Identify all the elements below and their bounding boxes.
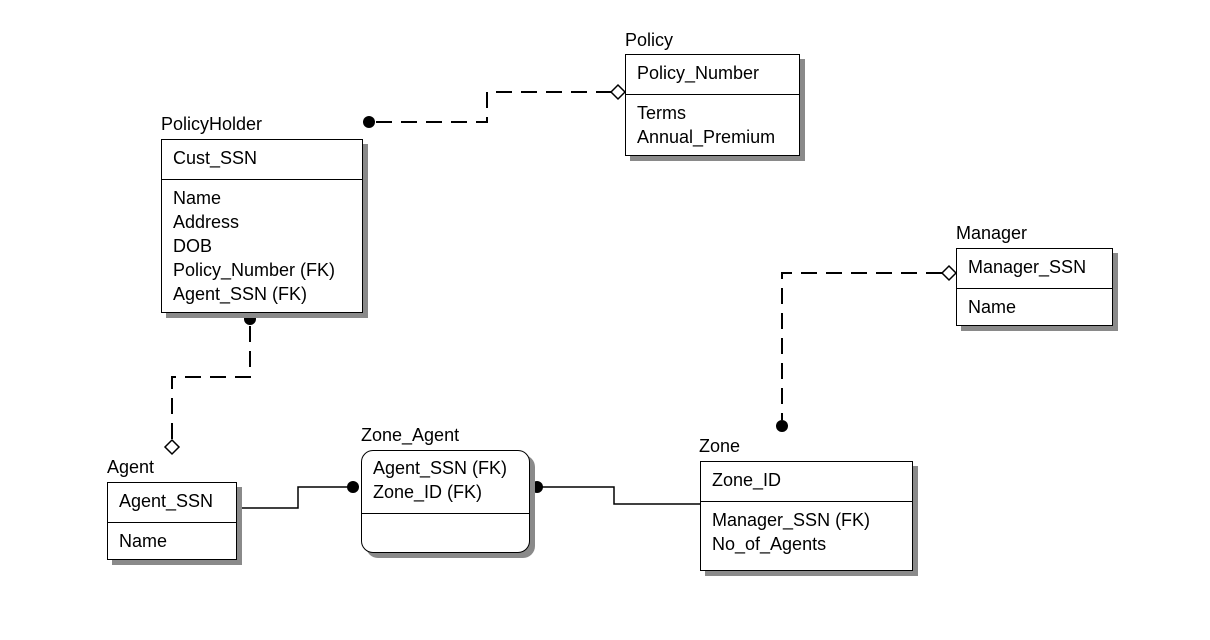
attributes: Name	[108, 523, 236, 553]
key-attributes: Agent_SSN (FK) Zone_ID (FK)	[362, 451, 529, 514]
attribute: Policy_Number (FK)	[173, 260, 336, 280]
relationship-agent-policyholder[interactable]	[163, 313, 256, 456]
attribute: No_of_Agents	[712, 534, 827, 554]
key-attribute: Zone_ID (FK)	[373, 482, 483, 502]
key-attribute: Policy_Number	[637, 63, 760, 83]
attributes: Terms Annual_Premium	[626, 95, 799, 149]
cardinality-dot	[363, 116, 375, 128]
key-attributes: Zone_ID	[701, 462, 912, 502]
attribute: Address	[173, 212, 240, 232]
attributes	[362, 514, 529, 520]
entity-title-manager: Manager	[956, 223, 1028, 243]
key-attributes: Agent_SSN	[108, 483, 236, 523]
cardinality-dot	[244, 313, 256, 325]
attribute: Manager_SSN (FK)	[712, 510, 871, 530]
entity-policyholder[interactable]: Cust_SSN Name Address DOB Policy_Number …	[161, 139, 363, 313]
attribute: Agent_SSN (FK)	[173, 284, 308, 304]
entity-manager[interactable]: Manager_SSN Name	[956, 248, 1113, 326]
key-attributes: Policy_Number	[626, 55, 799, 95]
cardinality-diamond	[940, 264, 958, 282]
relationship-manager-zone[interactable]	[776, 264, 958, 432]
entity-policy[interactable]: Policy_Number Terms Annual_Premium	[625, 54, 800, 156]
key-attribute: Cust_SSN	[173, 148, 258, 168]
entity-agent[interactable]: Agent_SSN Name	[107, 482, 237, 560]
entity-zone_agent[interactable]: Agent_SSN (FK) Zone_ID (FK)	[361, 450, 530, 553]
relationship-policy-policyholder[interactable]	[363, 83, 627, 128]
cardinality-dot	[347, 481, 359, 493]
cardinality-dot	[776, 420, 788, 432]
attribute: Name	[173, 188, 222, 208]
relationship-agent-zone_agent[interactable]	[238, 481, 359, 509]
key-attributes: Cust_SSN	[162, 140, 362, 180]
attribute: Annual_Premium	[637, 127, 776, 147]
key-attribute: Zone_ID	[712, 470, 782, 490]
key-attribute: Agent_SSN	[119, 491, 214, 511]
key-attribute: Agent_SSN (FK)	[373, 458, 508, 478]
cardinality-diamond	[609, 83, 627, 101]
cardinality-diamond	[163, 438, 181, 456]
cardinality-dot	[531, 481, 543, 493]
entity-title-zone_agent: Zone_Agent	[361, 425, 460, 445]
key-attributes: Manager_SSN	[957, 249, 1112, 289]
entity-title-policy: Policy	[625, 30, 674, 50]
attribute: Terms	[637, 103, 686, 123]
attributes: Manager_SSN (FK) No_of_Agents	[701, 502, 912, 556]
entity-title-agent: Agent	[107, 457, 155, 477]
entity-title-policyholder: PolicyHolder	[161, 114, 263, 134]
attribute: Name	[968, 297, 1017, 317]
entity-zone[interactable]: Zone_ID Manager_SSN (FK) No_of_Agents	[700, 461, 913, 571]
key-attribute: Manager_SSN	[968, 257, 1087, 277]
attribute: Name	[119, 531, 168, 551]
attribute: DOB	[173, 236, 213, 256]
attributes: Name Address DOB Policy_Number (FK) Agen…	[162, 180, 362, 306]
attributes: Name	[957, 289, 1112, 319]
entity-title-zone: Zone	[699, 436, 741, 456]
relationship-zone-zone_agent[interactable]	[531, 481, 701, 505]
